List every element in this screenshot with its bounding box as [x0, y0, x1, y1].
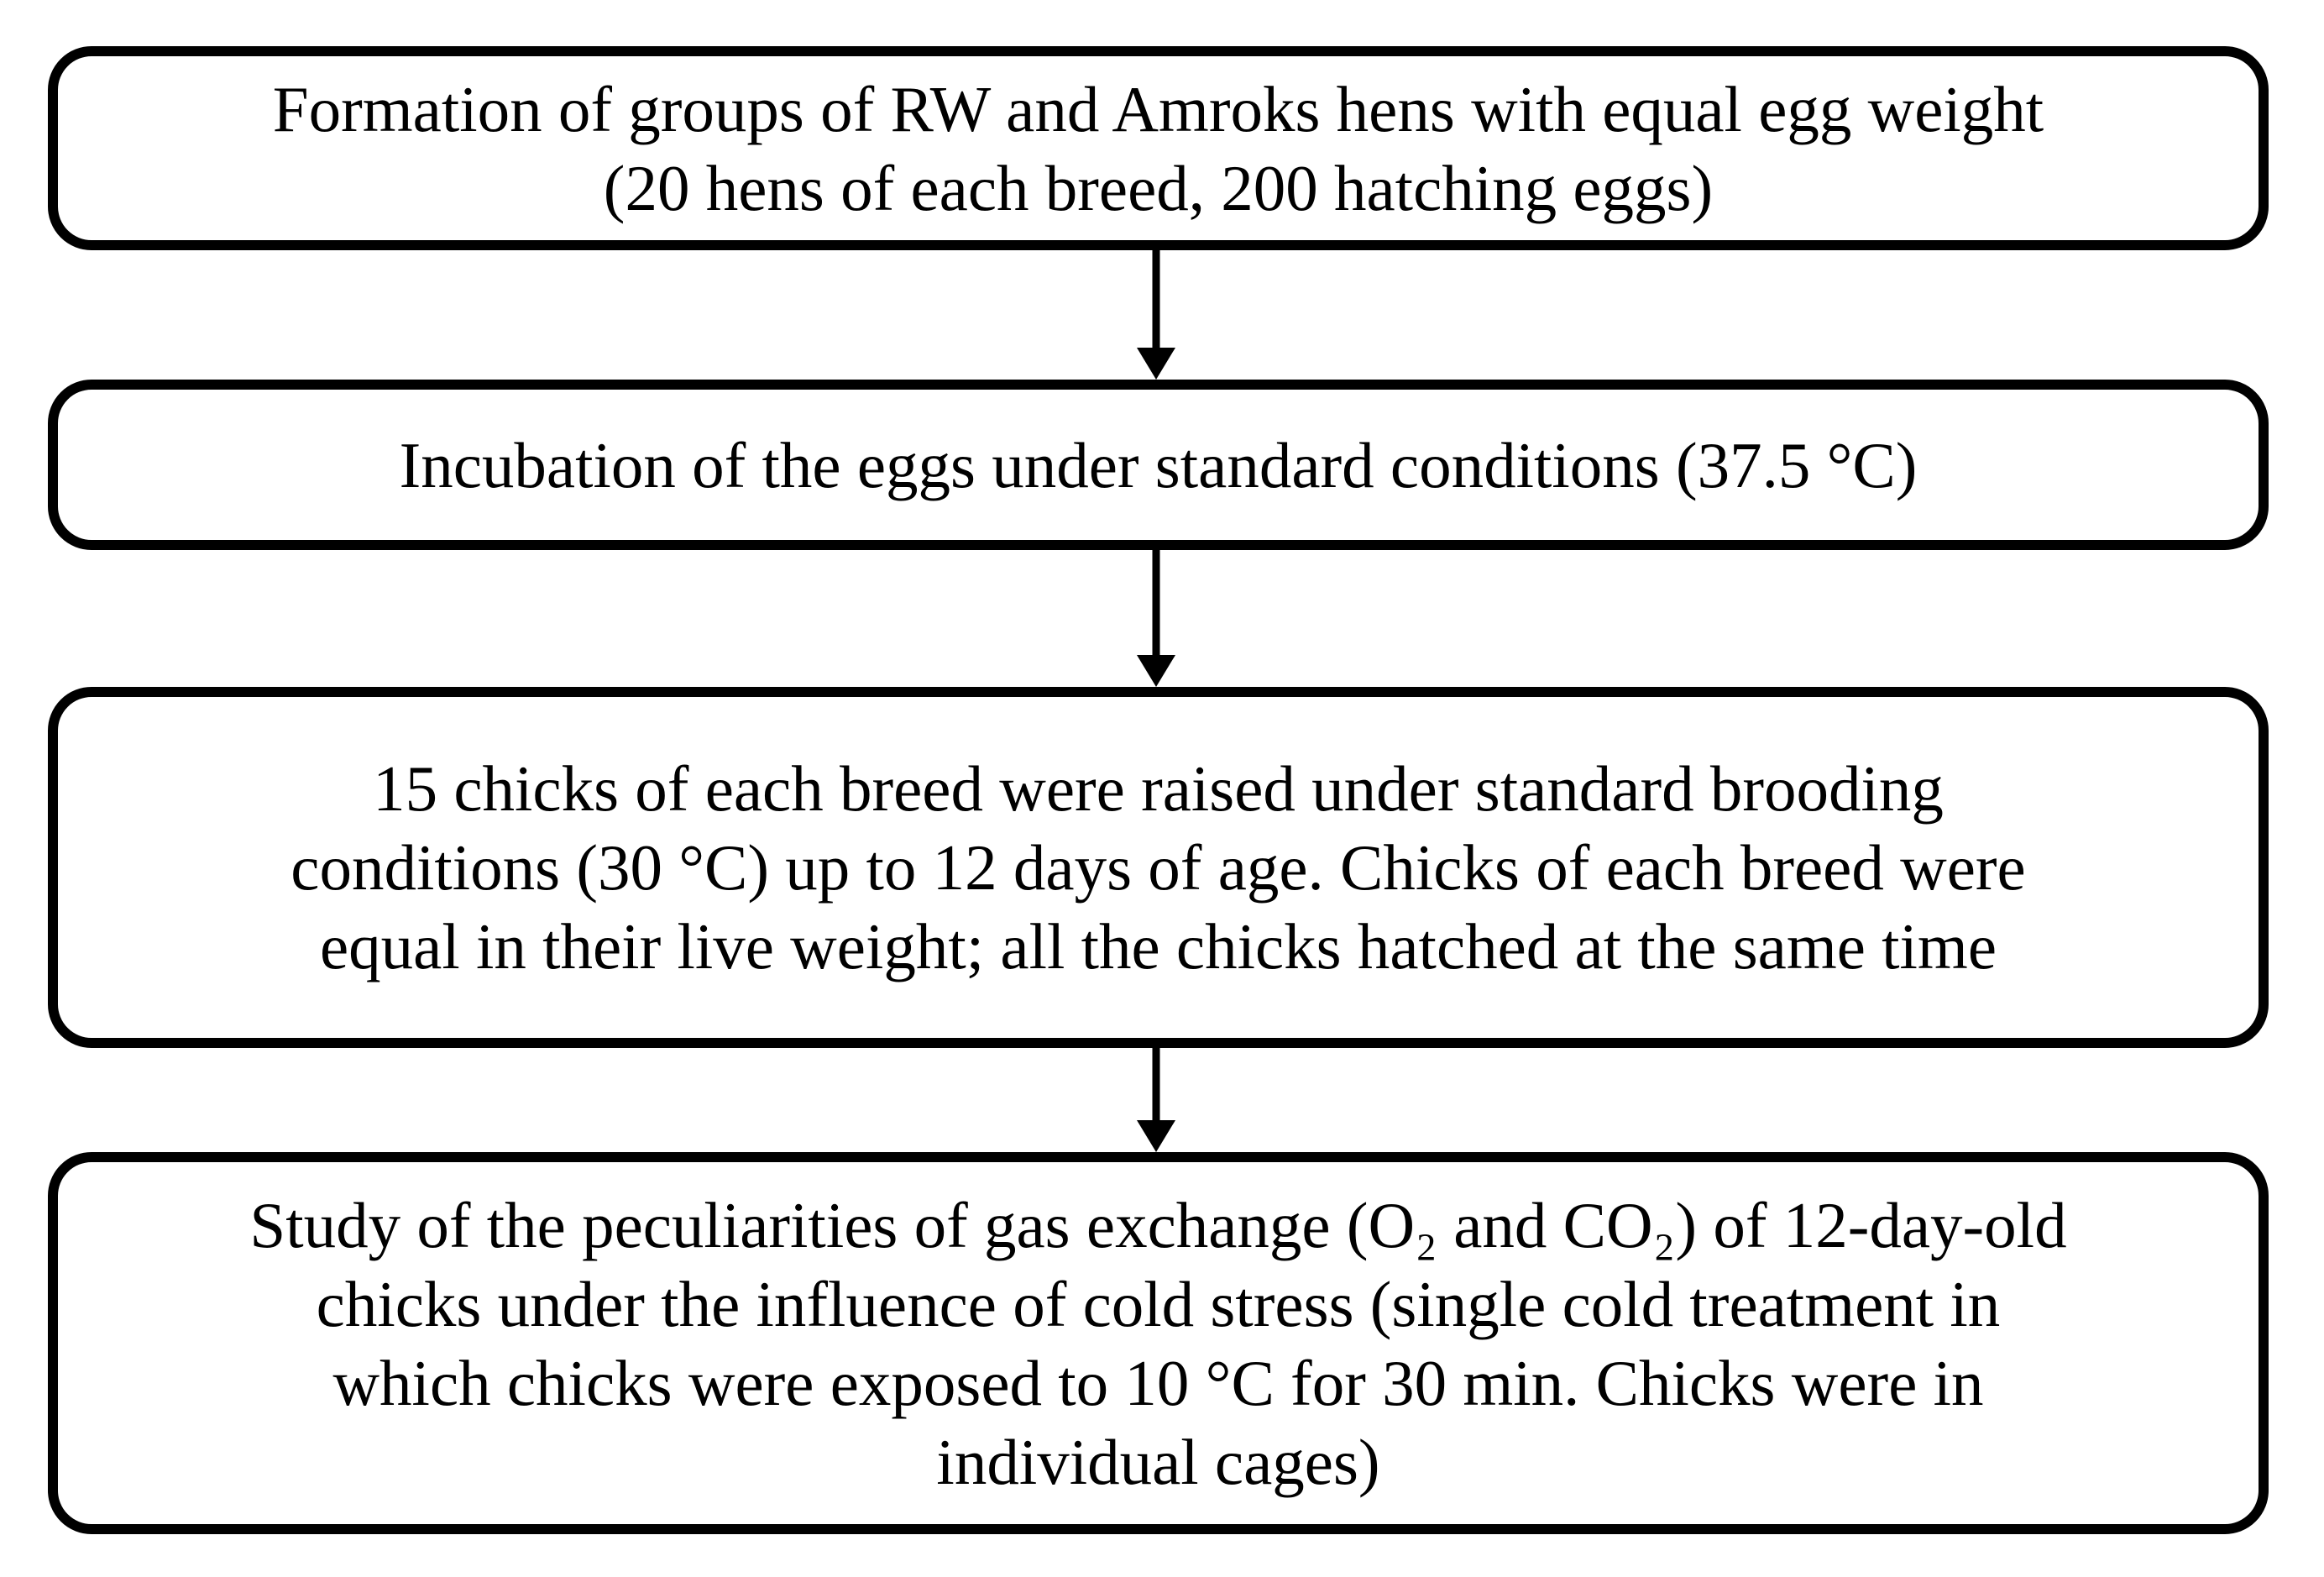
down-arrow-icon: [1137, 249, 1175, 380]
down-arrow-icon: [1137, 1048, 1175, 1152]
flow-step-group-formation: Formation of groups of RW and Amroks hen…: [48, 46, 2269, 250]
flow-step-text: 15 chicks of each breed were raised unde…: [290, 752, 2026, 982]
flow-step-text: Formation of groups of RW and Amroks hen…: [272, 72, 2044, 224]
flow-step-cold-stress-study: Study of the peculiarities of gas exchan…: [48, 1152, 2269, 1534]
down-arrow-icon: [1137, 550, 1175, 687]
flow-step-incubation: Incubation of the eggs under standard co…: [48, 380, 2269, 550]
flow-step-brooding: 15 chicks of each breed were raised unde…: [48, 687, 2269, 1048]
flow-step-text: Study of the peculiarities of gas exchan…: [249, 1188, 2067, 1498]
flow-step-text: Incubation of the eggs under standard co…: [399, 428, 1918, 501]
